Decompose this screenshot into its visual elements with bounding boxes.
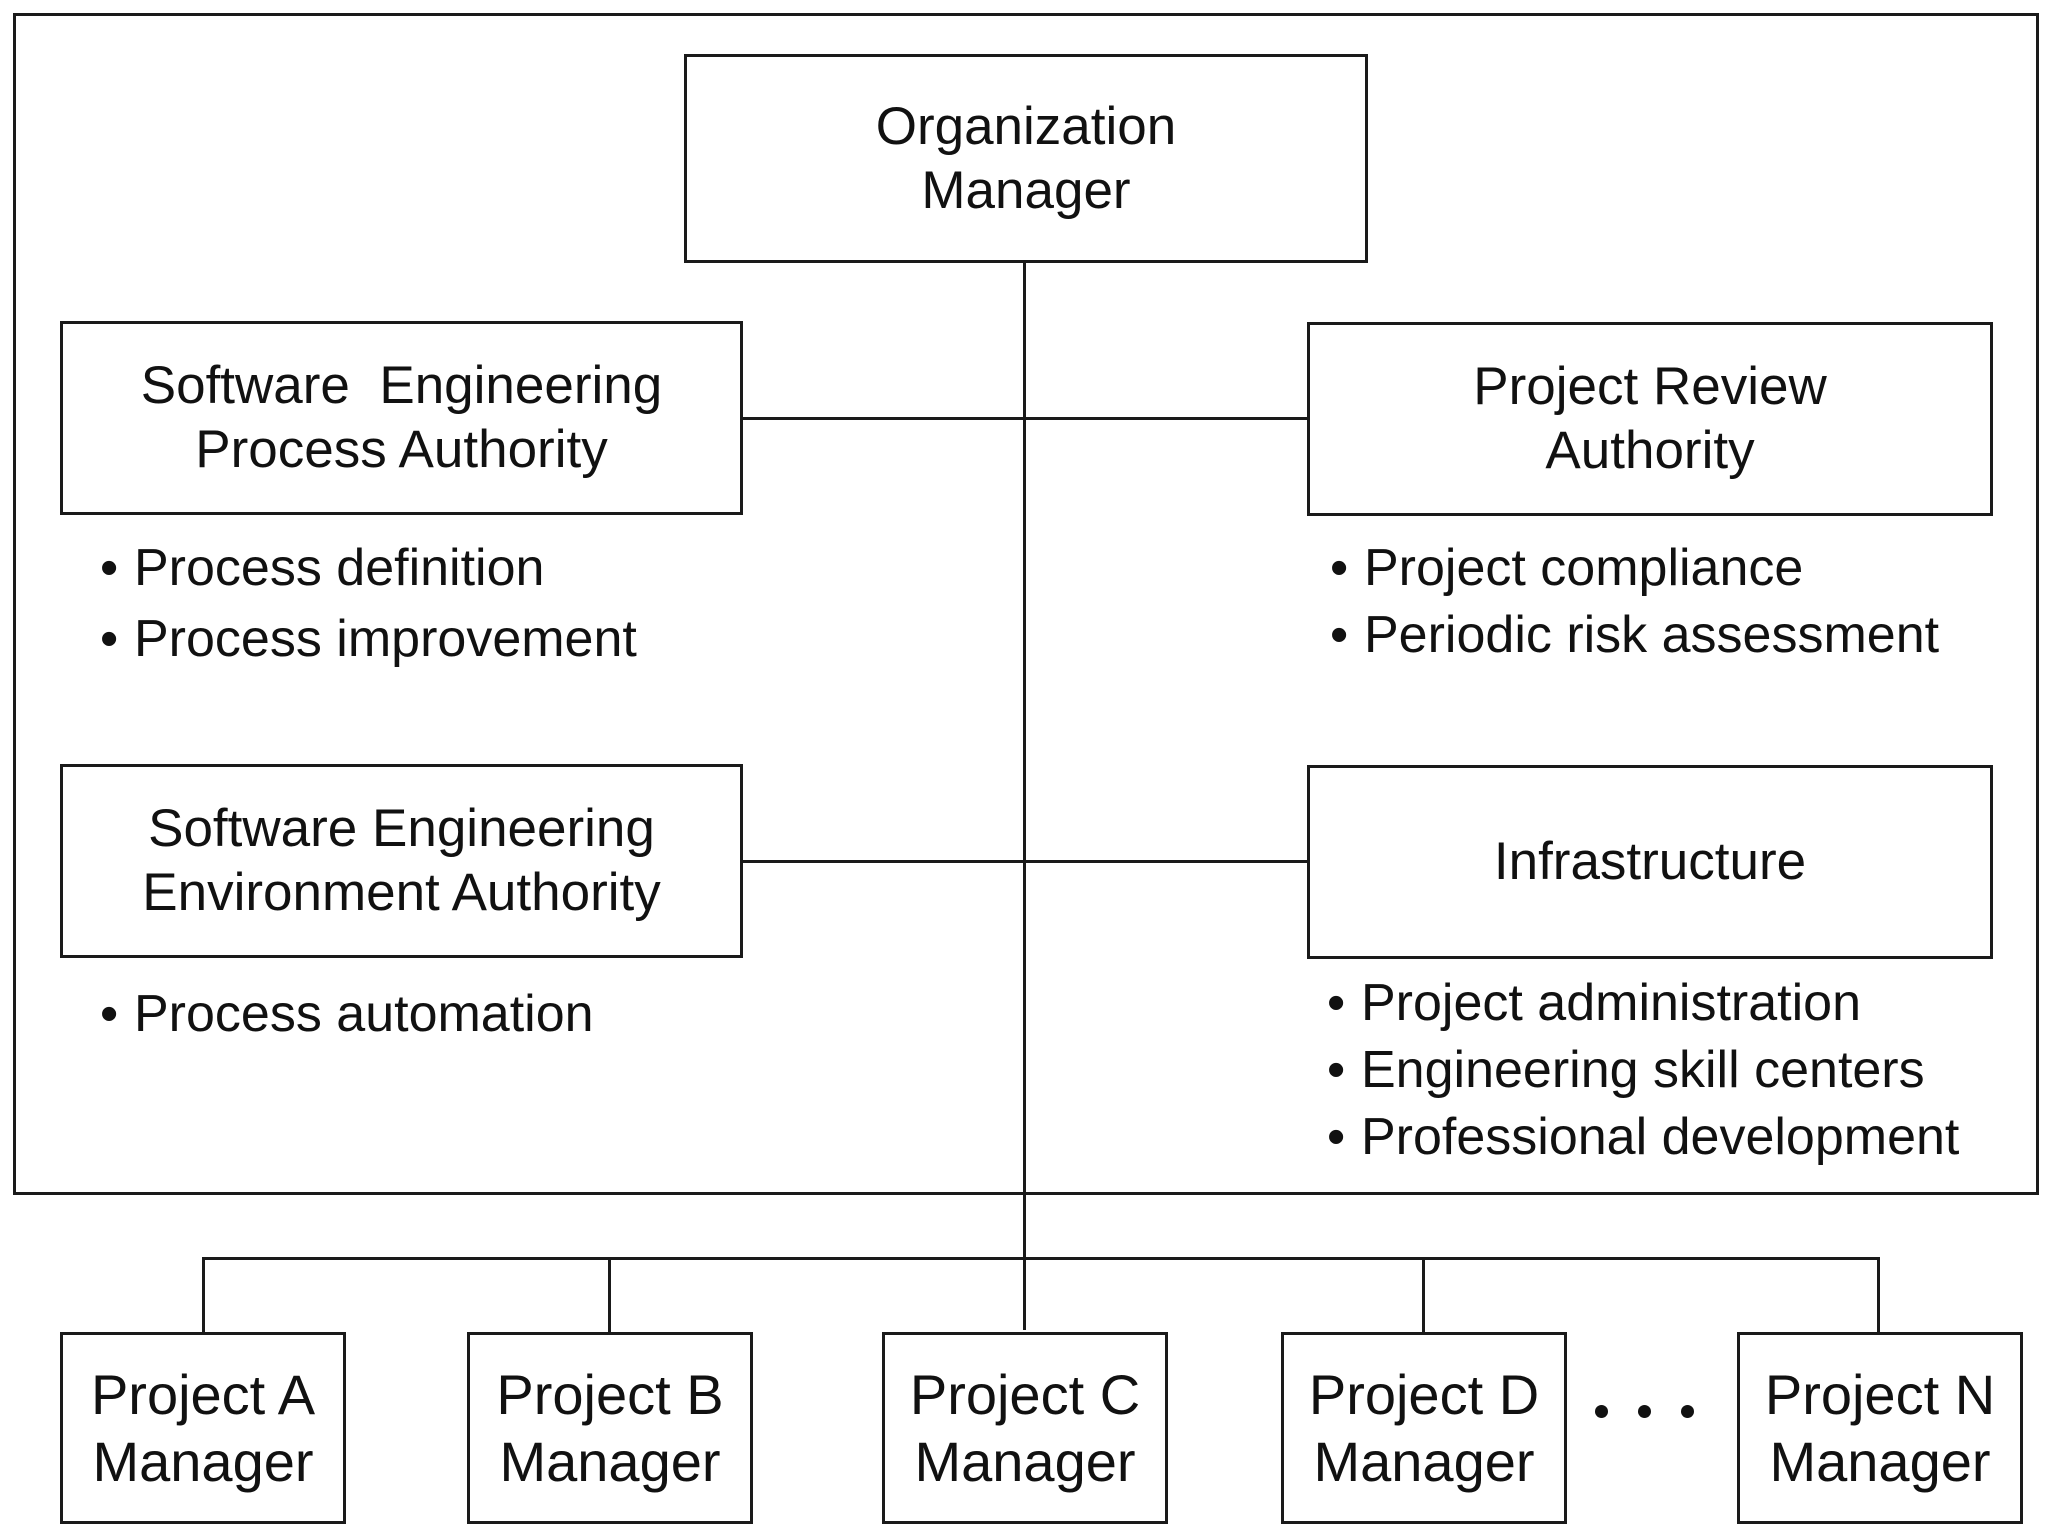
project-n-label-line1: Project N [1764, 1362, 1996, 1426]
infrastructure-box: Infrastructure [1307, 765, 1993, 959]
organization-manager-label-line2: Manager [921, 160, 1131, 220]
connector-sepa-sepr [740, 417, 1310, 420]
project-n-manager-box: Project N Manager [1737, 1332, 2023, 1524]
list-item: •Project compliance [1330, 535, 1939, 602]
project-n-label-line2: Manager [1769, 1430, 1991, 1493]
bullet-icon: • [1330, 606, 1349, 664]
project-a-label-line1: Project A [90, 1362, 316, 1426]
organization-manager-box: Organization Manager [684, 54, 1368, 263]
project-b-label-line1: Project B [496, 1362, 724, 1426]
seea-box: Software Engineering Environment Authori… [60, 764, 743, 958]
seea-label-line2: Environment Authority [142, 863, 661, 922]
connector-seea-infra [740, 860, 1310, 863]
list-item: •Process automation [100, 981, 594, 1048]
seea-label-line1: Software Engineering [148, 799, 655, 859]
project-c-label-line2: Manager [914, 1430, 1136, 1493]
pra-label-line1: Project Review [1473, 357, 1827, 417]
project-b-label-line2: Manager [499, 1430, 721, 1493]
project-d-manager-box: Project D Manager [1281, 1332, 1567, 1524]
connector-projects-bar [202, 1257, 1880, 1260]
connector-project-b [608, 1257, 611, 1335]
list-item: •Process definition [100, 535, 637, 602]
project-d-label-line1: Project D [1308, 1362, 1540, 1426]
bullet-icon: • [100, 539, 119, 597]
infrastructure-responsibilities: •Project administration •Engineering ski… [1327, 970, 1959, 1171]
sepa-box: Software Engineering Process Authority [60, 321, 743, 515]
list-item: •Professional development [1327, 1104, 1959, 1171]
bullet-icon: • [1327, 1041, 1346, 1099]
connector-project-a [202, 1257, 205, 1335]
organization-manager-label-line1: Organization [875, 96, 1177, 156]
bullet-icon: • [1327, 974, 1346, 1032]
bullet-icon: • [1330, 539, 1349, 597]
sepa-responsibilities: •Process definition •Process improvement [100, 535, 637, 673]
seea-responsibilities: •Process automation [100, 981, 594, 1048]
project-review-authority-box: Project Review Authority [1307, 322, 1993, 516]
project-c-manager-box: Project C Manager [882, 1332, 1168, 1524]
bullet-icon: • [1327, 1108, 1346, 1166]
bullet-icon: • [100, 610, 119, 668]
connector-project-n [1877, 1257, 1880, 1335]
infrastructure-label: Infrastructure [1493, 832, 1807, 892]
list-item: •Project administration [1327, 970, 1959, 1037]
more-projects-ellipsis-icon [1595, 1405, 1694, 1418]
organization-frame [13, 13, 2039, 1195]
project-b-manager-box: Project B Manager [467, 1332, 753, 1524]
bullet-icon: • [100, 985, 119, 1043]
pra-label-line2: Authority [1545, 421, 1755, 480]
connector-trunk [1023, 260, 1026, 1330]
project-a-label-line2: Manager [92, 1430, 314, 1493]
project-d-label-line2: Manager [1313, 1430, 1535, 1493]
connector-project-d [1422, 1257, 1425, 1335]
pra-responsibilities: •Project compliance •Periodic risk asses… [1330, 535, 1939, 669]
list-item: •Process improvement [100, 606, 637, 673]
project-a-manager-box: Project A Manager [60, 1332, 346, 1524]
sepa-label-line1: Software Engineering [140, 356, 663, 416]
sepa-label-line2: Process Authority [195, 420, 608, 479]
list-item: •Engineering skill centers [1327, 1037, 1959, 1104]
project-c-label-line1: Project C [909, 1362, 1141, 1426]
list-item: •Periodic risk assessment [1330, 602, 1939, 669]
